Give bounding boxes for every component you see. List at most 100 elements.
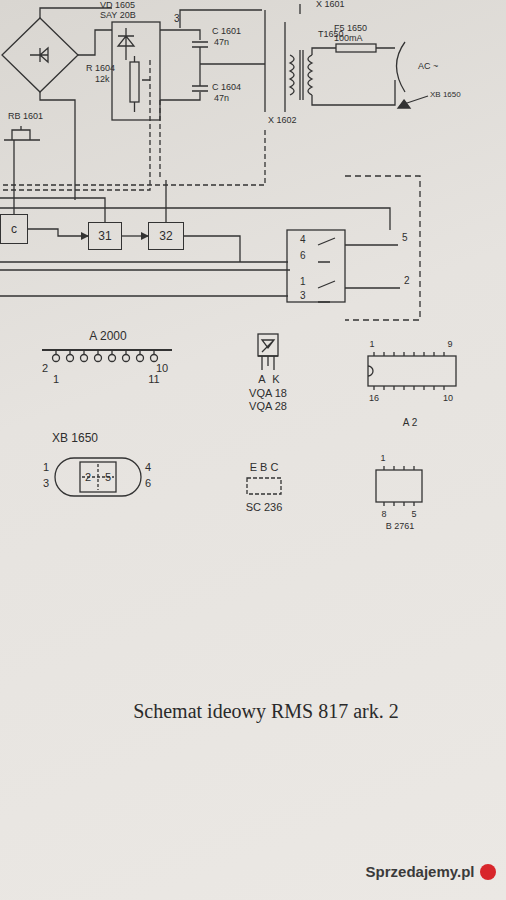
pin-number: 11 (148, 374, 159, 385)
fuse-symbol (336, 44, 376, 52)
dashed-frame (345, 176, 420, 320)
part-label: F5 1650 (334, 24, 367, 33)
part-label: RB 1601 (8, 112, 43, 121)
transistor-outline (247, 478, 281, 494)
part-label: VQA 28 (249, 401, 287, 412)
pin-number: 2 (42, 363, 48, 374)
watermark-icon (480, 864, 496, 880)
part-label: B 2761 (386, 522, 415, 531)
ic-package (376, 470, 422, 502)
transformer-coil (290, 55, 294, 95)
pin-number: 9 (447, 340, 452, 349)
pin-number: 6 (145, 478, 151, 489)
wire (300, 4, 390, 105)
part-label: XB 1650 (430, 91, 461, 99)
part-label: VQA 18 (249, 388, 287, 399)
pin-number: 16 (369, 394, 379, 403)
switch-contact (318, 238, 400, 302)
pin-number: 8 (381, 510, 386, 519)
pin-number: 3 (300, 291, 306, 301)
pin-number: 1 (369, 340, 374, 349)
connector-outline (55, 458, 141, 496)
part-label: R 1604 (86, 64, 115, 73)
part-label: AC ~ (418, 62, 438, 71)
switch-symbol (4, 126, 40, 140)
block-box: 32 (148, 222, 184, 250)
signal-arrow (122, 235, 148, 236)
block-box: 31 (88, 222, 122, 250)
led-body (258, 334, 278, 356)
switch-block (287, 230, 345, 302)
part-label: VD 1605 (100, 1, 135, 10)
pin-number: A (258, 374, 265, 385)
pin-number: 5 (402, 233, 408, 243)
block-number: 31 (98, 230, 111, 242)
pin-number: 2 (85, 472, 91, 483)
wire (40, 8, 112, 150)
part-label: C 1604 (212, 83, 241, 92)
pin-row (53, 350, 158, 362)
part-label: 47n (214, 38, 229, 47)
transformer-core (300, 50, 303, 100)
wire (376, 48, 395, 105)
resistor-symbol (130, 62, 139, 102)
pin-number: 10 (156, 363, 168, 374)
pin-number: 5 (105, 472, 111, 483)
part-label: X 1602 (268, 116, 297, 125)
capacitor-symbol (192, 42, 265, 91)
zener-diode (118, 28, 134, 60)
pin-number: 5 (411, 510, 416, 519)
pin-number: 1 (53, 374, 59, 385)
part-label: A 2 (403, 418, 417, 428)
watermark: Sprzedajemy.pl (366, 864, 475, 879)
connector-body (80, 462, 116, 492)
caption: Schemat ideowy RMS 817 ark. 2 (133, 700, 399, 723)
component-block (112, 22, 160, 120)
arrow-head (398, 100, 410, 108)
bridge-rectifier (2, 18, 78, 92)
part-label: C 1601 (212, 27, 241, 36)
plug-symbol (397, 42, 406, 92)
part-label: A 2000 (89, 330, 126, 342)
pin-number: 4 (145, 462, 151, 473)
led-symbol (258, 340, 278, 370)
part-label: X 1601 (316, 0, 345, 9)
part-label: 47n (214, 94, 229, 103)
part-label: XB 1650 (52, 432, 98, 444)
block-number: 32 (159, 230, 172, 242)
dashed-line (0, 60, 265, 190)
wire (135, 56, 151, 112)
wire (0, 180, 390, 230)
part-label: SAY 20B (100, 11, 136, 20)
leader-line (404, 96, 428, 104)
pin-number: 1 (380, 454, 385, 463)
dashed-line (159, 100, 160, 180)
diode-symbol (30, 48, 48, 62)
transformer-coil (308, 55, 312, 95)
pin-number: 1 (43, 462, 49, 473)
part-label: 12k (95, 75, 110, 84)
block-box: c (0, 214, 28, 244)
pin-number: 2 (404, 276, 410, 286)
pin-number: 6 (300, 251, 306, 261)
connector-strip (42, 349, 172, 351)
ic-notch (368, 366, 373, 376)
pin-number: 10 (443, 394, 453, 403)
part-label: SC 236 (246, 502, 283, 513)
wire (265, 10, 285, 112)
part-label: 100mA (334, 34, 363, 43)
block-number: c (11, 223, 17, 235)
pin-number: 3 (174, 14, 180, 24)
signal-arrow (28, 229, 88, 236)
pin-number: 1 (300, 277, 306, 287)
pin-number: 4 (300, 235, 306, 245)
pin-number: K (272, 374, 279, 385)
ic-package (368, 356, 456, 386)
connector-contacts (82, 464, 114, 490)
ic-pins (384, 466, 414, 506)
ic-pins (374, 352, 444, 390)
pin-number: 3 (43, 478, 49, 489)
wire (0, 236, 290, 296)
